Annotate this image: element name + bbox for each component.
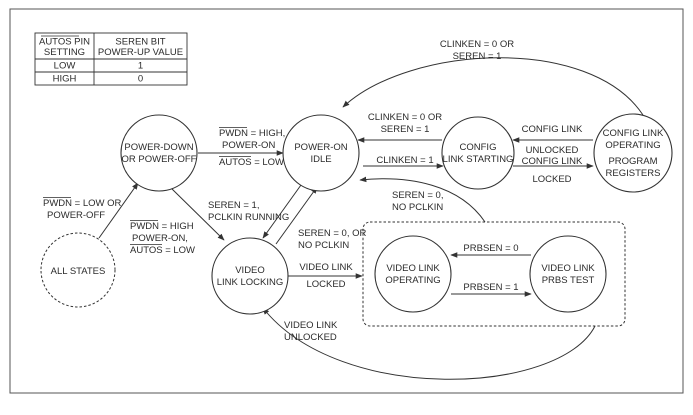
label-group-to-idle: SEREN = 0, NO PCLKIN <box>392 190 443 213</box>
svg-text:VIDEO LINK: VIDEO LINK <box>299 262 353 273</box>
label-prbsen-1: PRBSEN = 1 <box>463 282 518 293</box>
svg-text:OR POWER-OFF: OR POWER-OFF <box>122 154 197 165</box>
svg-text:NO PCLKIN: NO PCLKIN <box>298 240 349 251</box>
table-header-setting-1: AUTOS PIN <box>39 37 90 48</box>
state-video-link-operating: VIDEO LINK OPERATING <box>374 235 452 313</box>
label-powerdown-to-idle: PWDN = HIGH, POWER-ON AUTOS = LOW <box>219 127 285 168</box>
table-cell-value-high: 0 <box>138 74 143 85</box>
svg-text:SEREN = 1: SEREN = 1 <box>453 51 502 62</box>
svg-text:VIDEO LINK: VIDEO LINK <box>284 320 338 331</box>
svg-text:CLINKEN = 0 OR: CLINKEN = 0 OR <box>440 39 514 50</box>
state-all-states: ALL STATES <box>40 232 116 308</box>
svg-text:LOCKED: LOCKED <box>306 279 345 290</box>
svg-text:POWER-ON: POWER-ON <box>222 140 275 151</box>
svg-text:LOCKED: LOCKED <box>532 174 571 185</box>
table-header-value-2: POWER-UP VALUE <box>98 47 183 58</box>
svg-text:POWER-OFF: POWER-OFF <box>47 210 105 221</box>
state-power-down: POWER-DOWN OR POWER-OFF <box>120 114 198 192</box>
svg-text:CONFIG LINK: CONFIG LINK <box>522 156 583 167</box>
label-video-link-locked: VIDEO LINK LOCKED <box>299 262 353 290</box>
svg-text:SEREN = 0, OR: SEREN = 0, OR <box>298 228 367 239</box>
svg-text:POWER-DOWN: POWER-DOWN <box>124 142 193 153</box>
svg-text:OPERATING: OPERATING <box>605 140 660 151</box>
state-config-link-operating: CONFIG LINK OPERATING PROGRAM REGISTERS <box>593 113 673 193</box>
svg-text:PWDN = LOW OR: PWDN = LOW OR <box>43 198 122 209</box>
svg-text:AUTOS = LOW: AUTOS = LOW <box>130 245 195 256</box>
label-video-locking-to-idle: SEREN = 0, OR NO PCLKIN <box>298 228 367 251</box>
svg-text:PROGRAM: PROGRAM <box>608 156 657 167</box>
svg-text:PWDN = HIGH,: PWDN = HIGH, <box>219 128 285 139</box>
svg-text:CONFIG LINK: CONFIG LINK <box>603 128 664 139</box>
state-power-on-idle: POWER-ON IDLE <box>282 114 360 192</box>
svg-text:ALL STATES: ALL STATES <box>51 266 106 277</box>
edge-allstates-to-powerdown <box>98 182 139 239</box>
svg-text:PCLKIN RUNNING: PCLKIN RUNNING <box>208 212 289 223</box>
edge-idle-to-video-locking <box>262 184 302 239</box>
label-config-operating-to-idle: CLINKEN = 0 OR SEREN = 1 <box>440 39 514 62</box>
svg-text:REGISTERS: REGISTERS <box>606 168 661 179</box>
svg-text:LINK STARTING: LINK STARTING <box>443 154 514 165</box>
state-video-link-prbs-test: VIDEO LINK PRBS TEST <box>529 235 607 313</box>
svg-text:CLINKEN = 0 OR: CLINKEN = 0 OR <box>368 112 442 123</box>
label-prbsen-0: PRBSEN = 0 <box>463 243 518 254</box>
state-video-link-locking: VIDEO LINK LOCKING <box>211 237 289 315</box>
svg-text:OPERATING: OPERATING <box>385 275 440 286</box>
table-header-value-1: SEREN BIT <box>115 37 165 48</box>
label-idle-to-video-locking: SEREN = 1, PCLKIN RUNNING <box>208 200 289 223</box>
state-config-link-starting: CONFIG LINK STARTING <box>441 116 515 190</box>
label-config-starting-to-idle: CLINKEN = 0 OR SEREN = 1 <box>368 112 442 135</box>
svg-text:IDLE: IDLE <box>310 154 331 165</box>
label-video-link-unlocked: VIDEO LINK UNLOCKED <box>284 320 338 343</box>
figure-border <box>9 8 684 394</box>
svg-text:VIDEO LINK: VIDEO LINK <box>541 263 595 274</box>
label-powerdown-to-video-locking: PWDN = HIGH POWER-ON, AUTOS = LOW <box>130 220 195 256</box>
label-config-link-unlocked: CONFIG LINK UNLOCKED <box>522 124 583 156</box>
edge-config-operating-to-idle <box>342 57 644 116</box>
svg-text:VIDEO: VIDEO <box>235 265 265 276</box>
table-cell-setting-low: LOW <box>54 61 76 72</box>
autos-seren-table: AUTOS PIN SETTING SEREN BIT POWER-UP VAL… <box>34 32 188 86</box>
edge-video-locking-to-idle <box>275 186 318 245</box>
video-link-operating-group <box>362 221 626 327</box>
svg-text:SEREN = 0,: SEREN = 0, <box>392 190 443 201</box>
svg-text:CONFIG LINK: CONFIG LINK <box>522 124 583 135</box>
table-cell-value-low: 1 <box>138 61 143 72</box>
svg-text:LINK LOCKING: LINK LOCKING <box>217 277 284 288</box>
label-clinken-1: CLINKEN = 1 <box>376 155 433 166</box>
svg-text:UNLOCKED: UNLOCKED <box>284 332 337 343</box>
svg-text:UNLOCKED: UNLOCKED <box>526 145 579 156</box>
svg-text:AUTOS = LOW: AUTOS = LOW <box>219 157 284 168</box>
svg-text:PRBS TEST: PRBS TEST <box>542 275 595 286</box>
label-allstates-to-powerdown: PWDN = LOW OR POWER-OFF <box>43 197 122 221</box>
svg-text:CONFIG: CONFIG <box>460 142 497 153</box>
svg-text:NO PCLKIN: NO PCLKIN <box>392 202 443 213</box>
svg-text:VIDEO LINK: VIDEO LINK <box>386 263 440 274</box>
svg-text:SEREN = 1,: SEREN = 1, <box>208 200 259 211</box>
table-header-setting-2: SETTING <box>44 47 85 58</box>
edge-powerdown-to-video-locking <box>169 186 225 241</box>
label-config-link-locked: CONFIG LINK LOCKED <box>522 156 583 185</box>
svg-text:SEREN = 1: SEREN = 1 <box>381 124 430 135</box>
svg-text:POWER-ON: POWER-ON <box>294 142 347 153</box>
edge-video-link-unlocked <box>262 307 596 380</box>
table-cell-setting-high: HIGH <box>53 74 77 85</box>
edge-group-to-idle <box>359 176 486 223</box>
svg-text:POWER-ON,: POWER-ON, <box>132 233 188 244</box>
svg-text:PWDN = HIGH: PWDN = HIGH <box>130 221 194 232</box>
